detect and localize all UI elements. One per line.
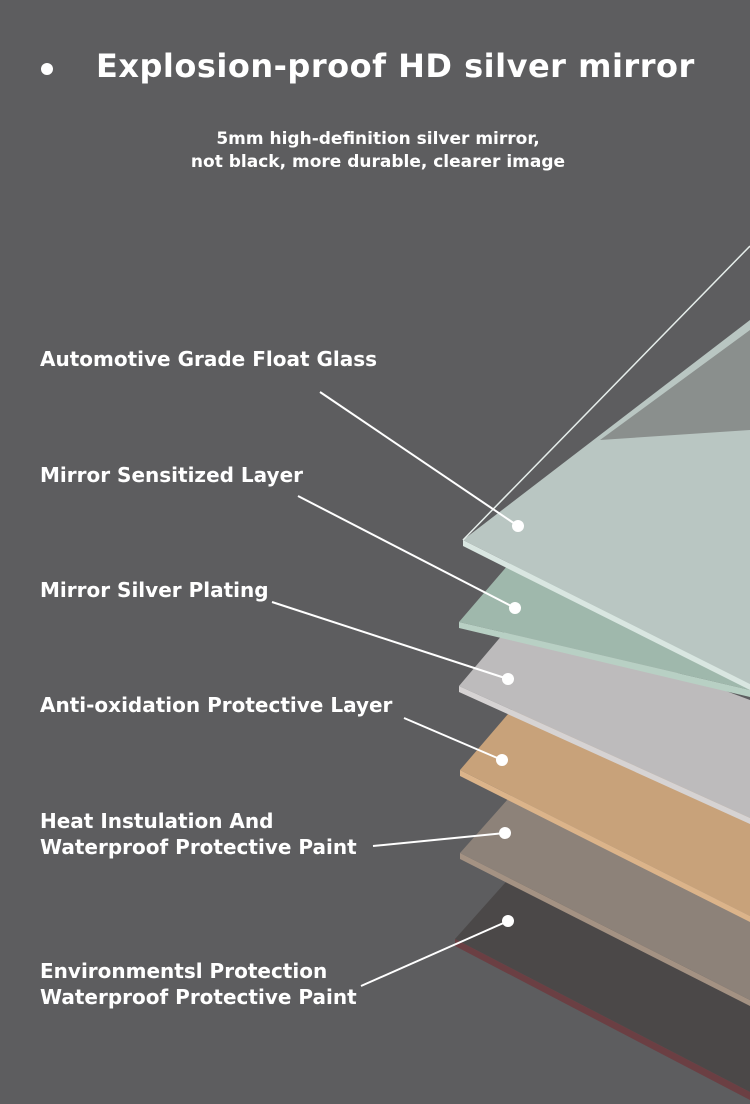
leader-dot-2 [509,602,521,614]
layer-label-heat-insulation: Heat Instulation And Waterproof Protecti… [40,809,357,859]
leader-dot-6 [502,915,514,927]
leader-line-5 [372,832,506,847]
leader-line-2 [297,495,516,609]
leader-line-1 [319,391,519,527]
layer-plate-6 [455,865,750,1100]
leader-dot-3 [502,673,514,685]
layer-plate-1 [462,245,750,690]
leader-dot-5 [499,827,511,839]
leader-dots [496,520,524,927]
layer-label-float-glass: Automotive Grade Float Glass [40,347,378,371]
layer-label-silver-plating: Mirror Silver Plating [40,578,269,602]
leader-dot-4 [496,754,508,766]
leader-line-6 [360,920,509,987]
layer-label-environmental: Environmentsl Protection Waterproof Prot… [40,959,357,1009]
page-title: Explosion-proof HD silver mirror [96,47,695,85]
leader-line-4 [403,717,503,761]
subtitle-line-2: not black, more durable, clearer image [190,152,566,172]
leader-line-3 [271,601,509,680]
leader-lines [271,391,519,987]
leader-dot-1 [512,520,524,532]
layer-label-anti-oxidation: Anti-oxidation Protective Layer [40,693,393,717]
layer-plate-4 [460,700,750,922]
layer-plate-3 [459,614,750,824]
layer-label-sensitized: Mirror Sensitized Layer [40,463,304,487]
subtitle-line-1: 5mm high-definition silver mirror, [216,129,540,149]
title-bullet [41,63,53,75]
page-subtitle: 5mm high-definition silver mirror, not b… [0,128,750,174]
layer-plate-5 [460,781,750,1006]
